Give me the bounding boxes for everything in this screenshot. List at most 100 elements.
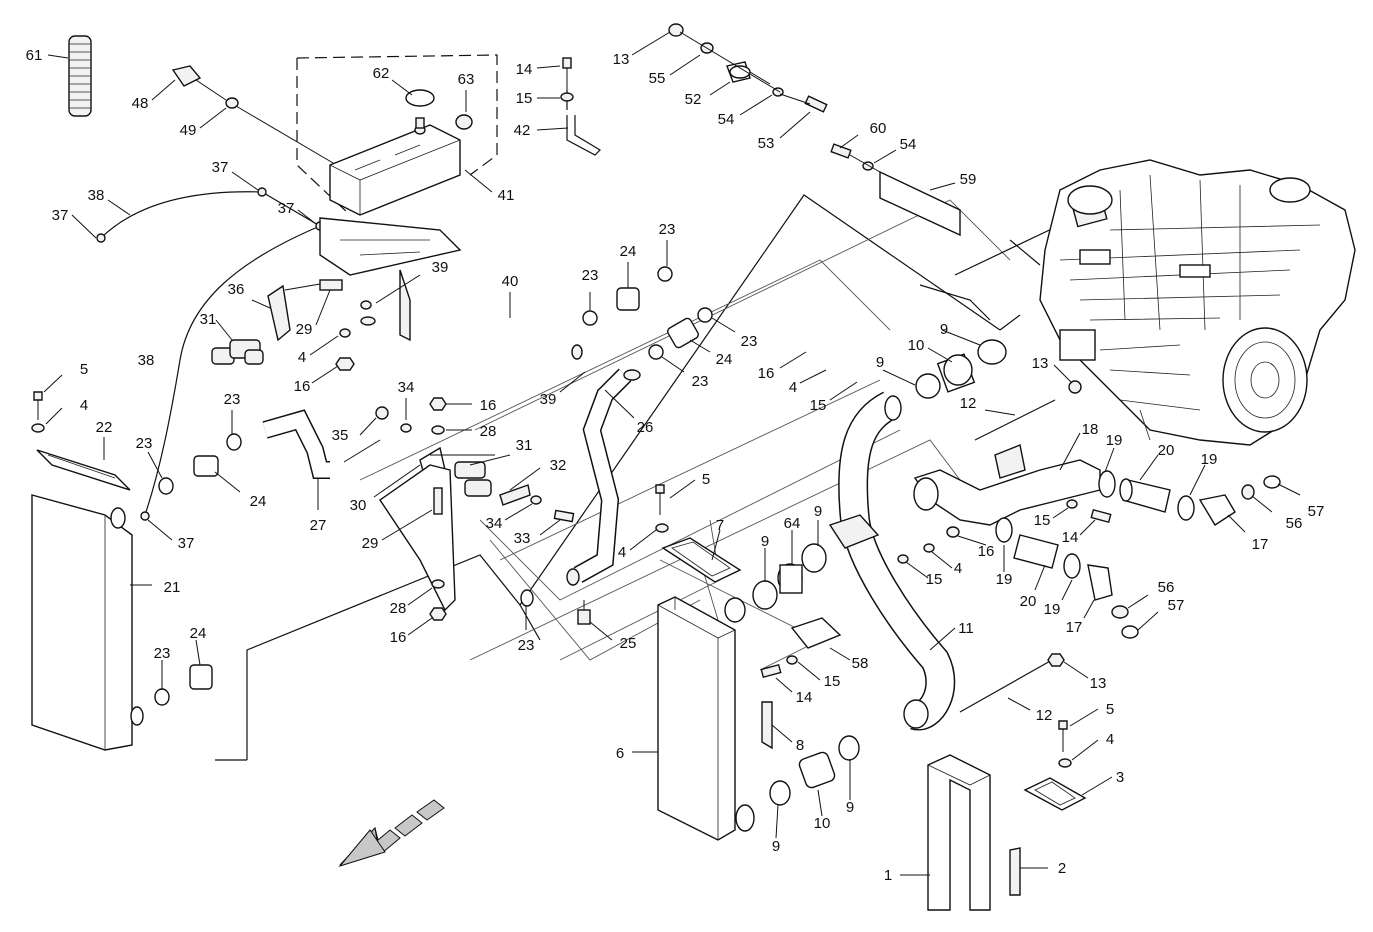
label-23: 23 [224,391,241,408]
fitting-group-52 [668,23,828,113]
label-5: 5 [80,361,88,378]
label-9: 9 [846,799,854,816]
label-7: 7 [716,517,724,534]
label-15: 15 [1034,512,1051,529]
label-38: 38 [88,187,105,204]
label-19: 19 [1044,601,1061,618]
label-48: 48 [132,95,149,112]
label-17: 17 [1252,536,1269,553]
vent-line-38 [96,187,325,521]
label-21: 21 [164,579,181,596]
label-24: 24 [190,625,207,642]
label-37: 37 [278,200,295,217]
label-4: 4 [618,544,626,561]
label-16: 16 [758,365,775,382]
label-15: 15 [516,90,533,107]
label-15: 15 [810,397,827,414]
label-41: 41 [498,187,515,204]
label-37: 37 [52,207,69,224]
label-8: 8 [796,737,804,754]
label-61: 61 [26,47,43,64]
label-20: 20 [1158,442,1175,459]
label-52: 52 [685,91,702,108]
label-4: 4 [298,349,306,366]
charge-air-hose-10-lower [769,735,860,806]
label-13: 13 [1032,355,1049,372]
intake-manifold-18 [913,444,1281,526]
label-23: 23 [136,435,153,452]
label-9: 9 [940,321,948,338]
label-27: 27 [310,517,327,534]
label-22: 22 [96,419,113,436]
label-18: 18 [1082,421,1099,438]
label-63: 63 [458,71,475,88]
level-sensor-48 [171,65,346,171]
label-37: 37 [212,159,229,176]
label-10: 10 [908,337,925,354]
label-6: 6 [616,745,624,762]
label-16: 16 [978,543,995,560]
label-25: 25 [620,635,637,652]
expansion-tank-41 [296,54,498,216]
label-62: 62 [373,65,390,82]
label-54: 54 [718,111,735,128]
label-19: 19 [996,571,1013,588]
label-60: 60 [870,120,887,137]
label-56: 56 [1286,515,1303,532]
label-15: 15 [824,673,841,690]
label-53: 53 [758,135,775,152]
support-bracket-30 [375,397,575,621]
label-13: 13 [1090,675,1107,692]
label-55: 55 [649,70,666,87]
label-28: 28 [480,423,497,440]
hose-20-lower [897,517,1139,639]
label-11: 11 [958,620,974,637]
label-29: 29 [296,321,313,338]
label-59: 59 [960,171,977,188]
label-9: 9 [772,838,780,855]
label-40: 40 [502,273,519,290]
label-37: 37 [178,535,195,552]
charge-air-pipe-11 [828,391,956,731]
label-35: 35 [332,427,349,444]
label-49: 49 [180,122,197,139]
label-23: 23 [518,637,535,654]
label-10: 10 [814,815,831,832]
label-16: 16 [480,397,497,414]
engine [1039,159,1356,446]
label-16: 16 [294,378,311,395]
label-28: 28 [390,600,407,617]
label-4: 4 [789,379,797,396]
label-12: 12 [960,395,977,412]
bracket-58 [760,617,1065,750]
hose-24-upper [582,266,713,360]
frame-support-1 [927,720,1087,911]
label-30: 30 [350,497,367,514]
label-54: 54 [900,136,917,153]
label-39: 39 [540,391,557,408]
label-26: 26 [637,419,654,436]
label-14: 14 [516,61,533,78]
label-9: 9 [761,533,769,550]
bracket-42 [560,57,601,156]
label-19: 19 [1201,451,1218,468]
label-5: 5 [1106,701,1114,718]
label-34: 34 [398,379,415,396]
label-64: 64 [784,515,801,532]
label-5: 5 [702,471,710,488]
label-14: 14 [796,689,813,706]
mounting-bracket-36 [267,217,462,371]
label-15: 15 [926,571,943,588]
label-23: 23 [741,333,758,350]
label-14: 14 [1062,529,1079,546]
label-57: 57 [1168,597,1185,614]
charge-air-cooler-6 [655,484,755,841]
assembly-outline [215,194,1061,761]
label-23: 23 [582,267,599,284]
label-3: 3 [1116,769,1124,786]
label-57: 57 [1308,503,1325,520]
label-12: 12 [1036,707,1053,724]
label-39: 39 [432,259,449,276]
label-42: 42 [514,122,531,139]
